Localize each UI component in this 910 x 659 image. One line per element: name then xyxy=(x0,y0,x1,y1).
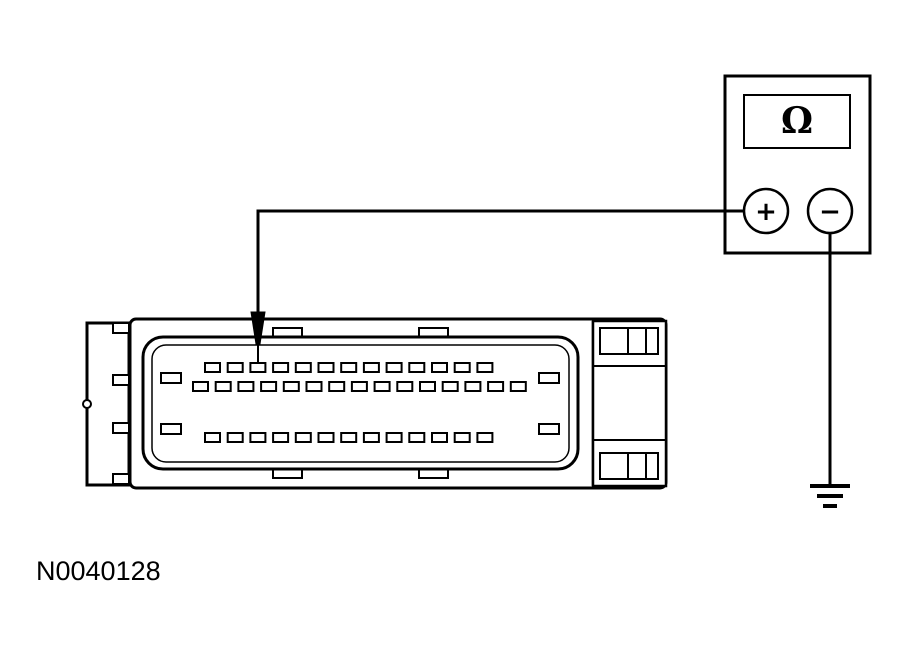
connector-pin xyxy=(214,381,232,392)
connector-pin xyxy=(362,432,380,443)
connector-pin xyxy=(396,381,414,392)
connector-pin xyxy=(464,381,482,392)
ground-symbol-icon xyxy=(810,484,850,508)
connector-pin xyxy=(249,432,267,443)
connector-pin xyxy=(294,432,312,443)
ohm-symbol: Ω xyxy=(781,100,813,142)
connector-pin xyxy=(272,432,290,443)
ohmmeter-display xyxy=(743,94,851,149)
connector-pin xyxy=(328,381,346,392)
positive-lead-wire xyxy=(256,209,744,315)
connector-pins xyxy=(192,362,527,443)
connector-pin xyxy=(487,381,505,392)
connector-pin xyxy=(305,381,323,392)
connector-pin xyxy=(385,362,403,373)
connector-pin xyxy=(362,362,380,373)
connector-module xyxy=(82,317,668,490)
connector-pin xyxy=(340,432,358,443)
connector-pin xyxy=(441,381,459,392)
connector-pin xyxy=(373,381,391,392)
connector-pin xyxy=(204,432,221,443)
connector-pin xyxy=(431,362,448,373)
connector-pin xyxy=(350,381,368,392)
connector-pin xyxy=(340,362,358,373)
connector-pin xyxy=(385,432,403,443)
connector-pin xyxy=(509,381,527,392)
negative-terminal-label: − xyxy=(819,197,841,227)
connector-pin xyxy=(453,432,471,443)
connector-face xyxy=(141,335,580,471)
connector-pin xyxy=(408,432,426,443)
connector-pin xyxy=(317,362,335,373)
connector-pin xyxy=(453,362,471,373)
connector-pin xyxy=(237,381,255,392)
connector-pin xyxy=(419,381,436,392)
connector-pin xyxy=(226,362,244,373)
connector-pivot xyxy=(82,399,92,409)
connector-pin xyxy=(317,432,335,443)
connector-pin xyxy=(408,362,426,373)
connector-pin xyxy=(204,362,221,373)
connector-left-plug xyxy=(85,321,131,487)
connector-pin xyxy=(272,362,290,373)
connector-pin xyxy=(294,362,312,373)
connector-pin xyxy=(192,381,209,392)
connector-pin xyxy=(260,381,278,392)
ohmmeter: Ω + − xyxy=(723,74,872,255)
probe-tip-icon xyxy=(250,311,266,364)
connector-pin xyxy=(476,432,494,443)
connector-pin xyxy=(249,362,267,373)
figure-id-label: N0040128 xyxy=(36,556,161,586)
connector-pin xyxy=(226,432,244,443)
connector-pin xyxy=(431,432,448,443)
positive-terminal-label: + xyxy=(755,197,777,227)
connector-pin xyxy=(476,362,494,373)
connector-pin xyxy=(282,381,300,392)
